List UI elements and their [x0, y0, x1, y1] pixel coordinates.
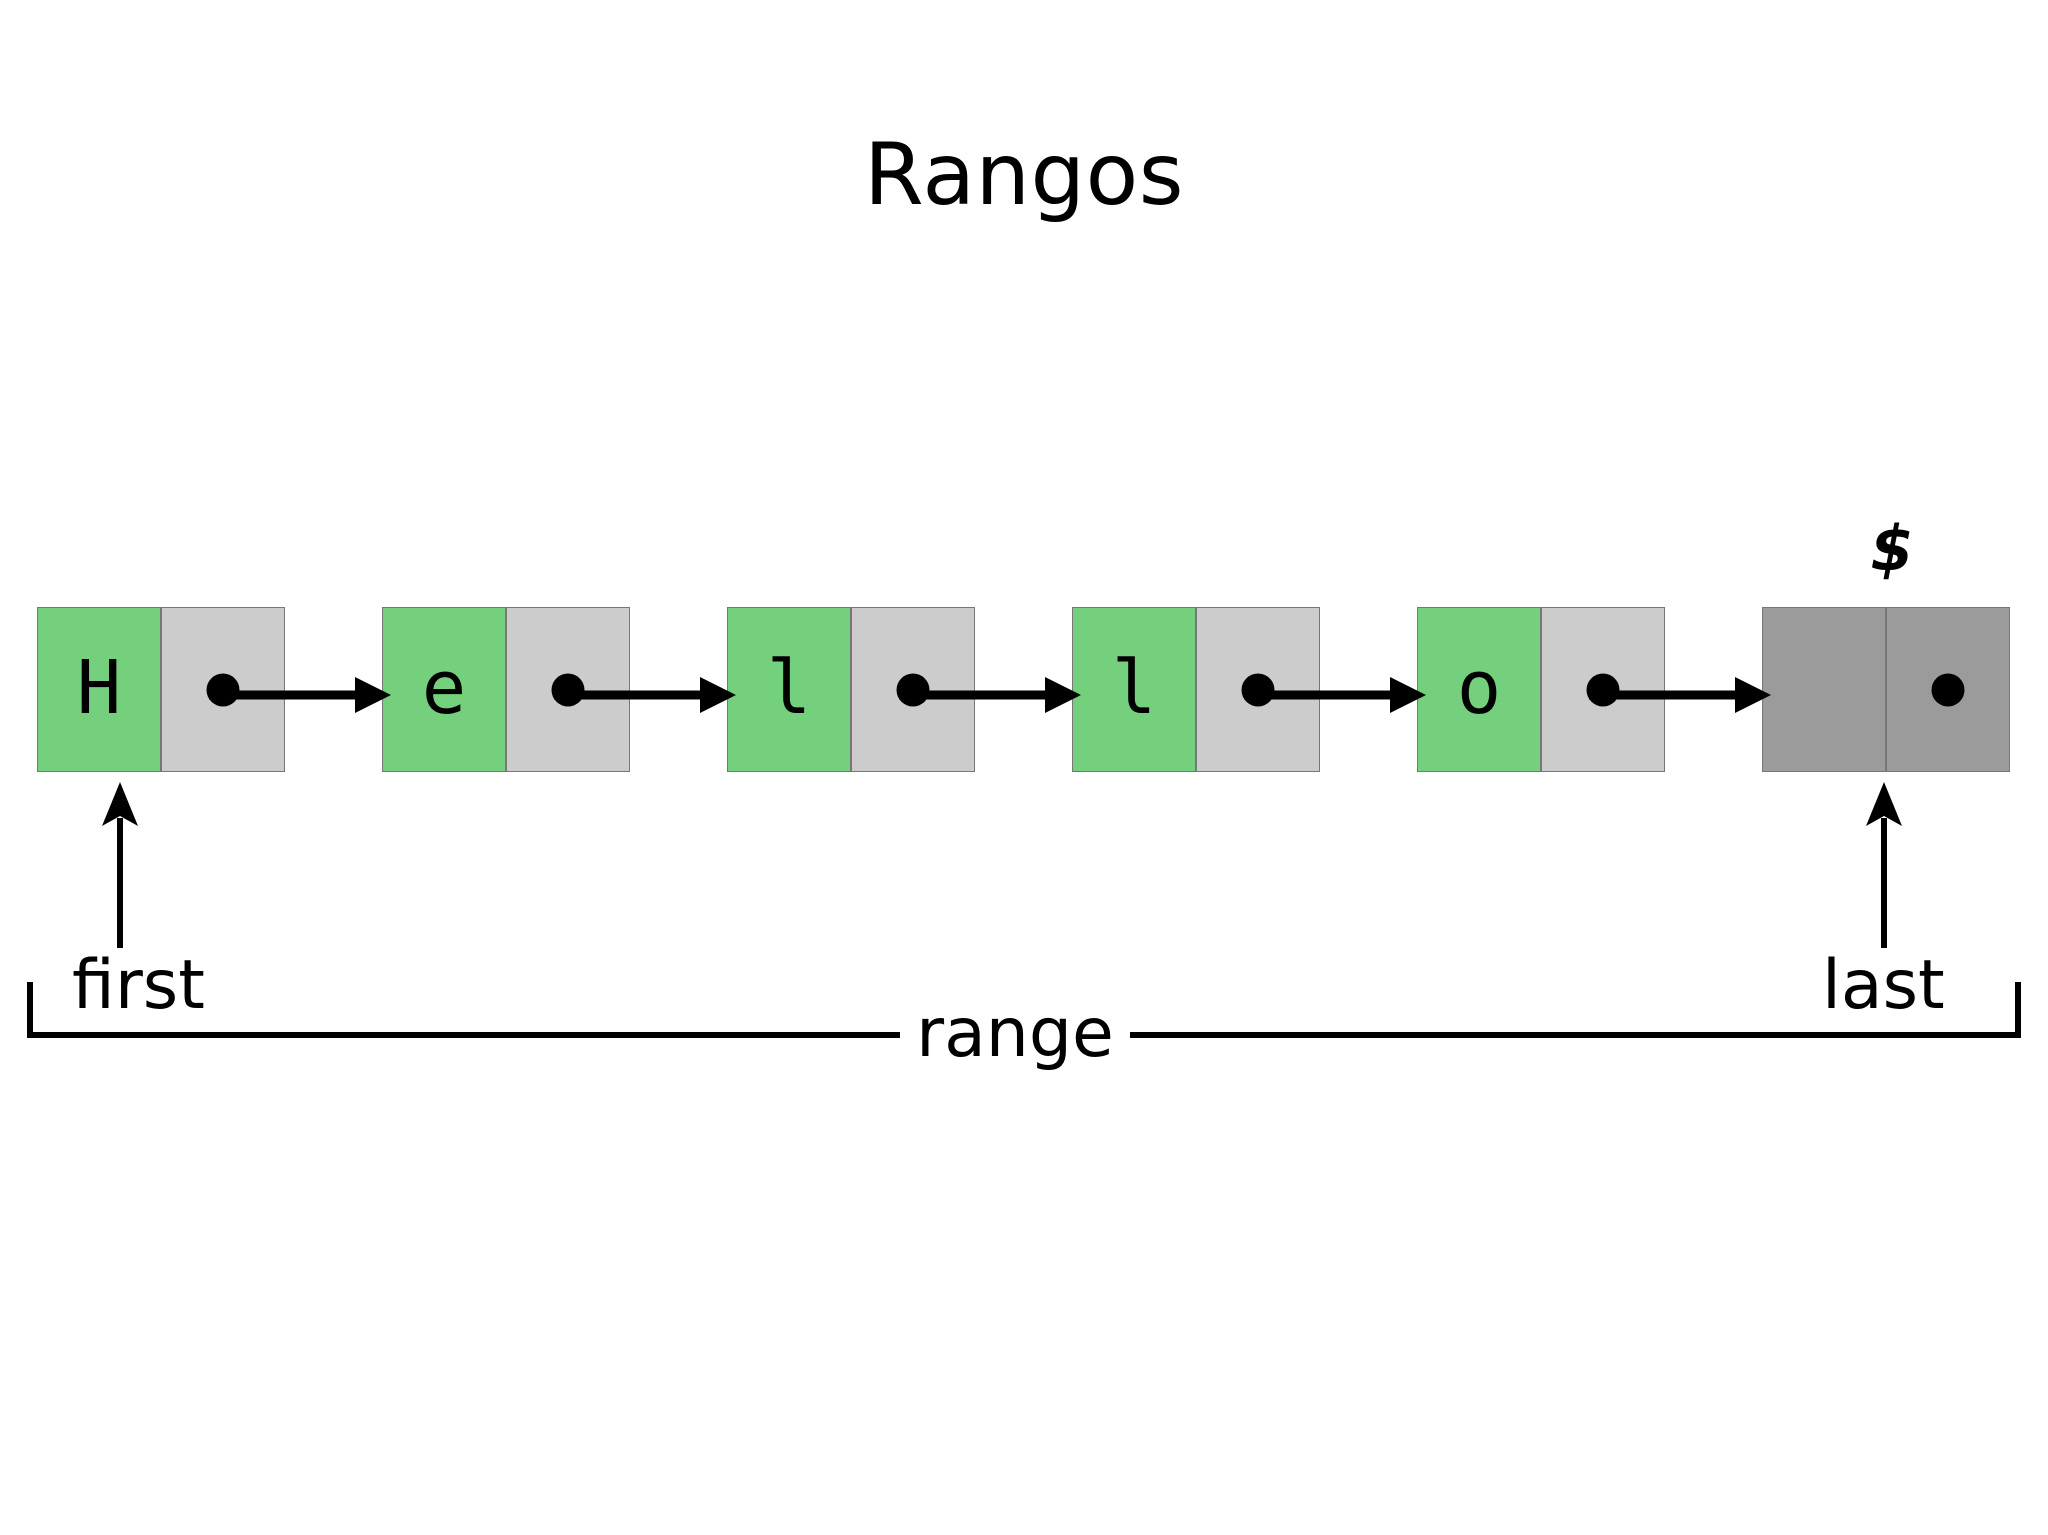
range-bracket	[0, 930, 2048, 1090]
node-1-value: H	[76, 644, 122, 731]
range-label: range	[900, 1000, 1130, 1068]
pointer-dot-icon	[551, 673, 585, 706]
list-node-5[interactable]: o	[1417, 607, 1665, 772]
node-1-data-cell: H	[37, 607, 161, 772]
node-5-next-cell	[1541, 607, 1665, 772]
node-6-data-cell	[1762, 607, 1886, 772]
node-1-next-cell	[161, 607, 285, 772]
node-4-value: l	[1111, 644, 1157, 731]
link-arrow-1-to-2	[205, 672, 395, 713]
pointer-label-first: first	[72, 946, 205, 1025]
node-4-data-cell: l	[1072, 607, 1196, 772]
node-2-value: e	[421, 644, 467, 731]
node-3-data-cell: l	[727, 607, 851, 772]
node-4-next-cell	[1196, 607, 1320, 772]
node-5-data-cell: o	[1417, 607, 1541, 772]
node-2-data-cell: e	[382, 607, 506, 772]
pointer-arrows-group	[0, 770, 2048, 950]
pointer-dot-icon	[1586, 673, 1620, 706]
sentinel-dollar-marker: $	[1870, 512, 1914, 585]
pointer-dot-icon	[1931, 673, 1965, 706]
node-3-next-cell	[851, 607, 975, 772]
list-node-4[interactable]: l	[1072, 607, 1320, 772]
link-arrow-3-to-4	[895, 672, 1085, 713]
link-arrow-5-to-6	[1585, 672, 1775, 713]
pointer-dot-icon	[896, 673, 930, 706]
list-node-3[interactable]: l	[727, 607, 975, 772]
node-5-value: o	[1456, 644, 1502, 731]
list-node-6-sentinel[interactable]	[1762, 607, 2010, 772]
list-node-1[interactable]: H	[37, 607, 285, 772]
pointer-dot-icon	[206, 673, 240, 706]
node-6-next-cell	[1886, 607, 2010, 772]
pointer-dot-icon	[1241, 673, 1275, 706]
link-arrow-2-to-3	[550, 672, 740, 713]
pointer-label-last: last	[1822, 946, 1945, 1025]
node-2-next-cell	[506, 607, 630, 772]
link-arrow-4-to-5	[1240, 672, 1430, 713]
node-3-value: l	[766, 644, 812, 731]
page-title: Rangos	[863, 125, 1185, 225]
list-node-2[interactable]: e	[382, 607, 630, 772]
